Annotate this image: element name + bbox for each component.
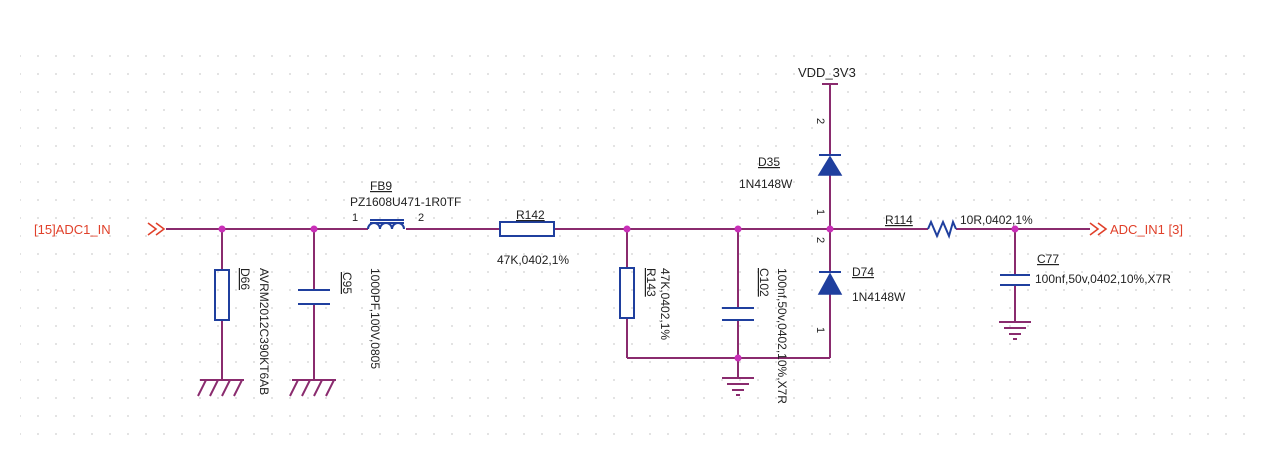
power-net-label: VDD_3V3 bbox=[798, 65, 856, 85]
ground-c95 bbox=[289, 379, 336, 397]
diode-triangle-icon bbox=[817, 272, 843, 295]
resistor-body-icon bbox=[499, 221, 555, 237]
output-net-text: ADC_IN1 [3] bbox=[1110, 222, 1183, 237]
junction-dot bbox=[310, 225, 318, 233]
resistor-body-icon bbox=[619, 267, 635, 319]
d66-value: AVRM2012C390KT6AB bbox=[257, 268, 271, 395]
component-r114[interactable]: R114 10R,0402,1% bbox=[885, 213, 1033, 239]
junction-dot bbox=[623, 225, 631, 233]
r143-value: 47K,0402,1% bbox=[658, 268, 672, 340]
input-port-arrow-icon bbox=[147, 222, 166, 236]
ground-c102 bbox=[722, 377, 754, 396]
d74-designator: D74 bbox=[852, 265, 874, 279]
input-net-text: [15]ADC1_IN bbox=[34, 222, 111, 237]
power-net-text: VDD_3V3 bbox=[798, 65, 856, 80]
d74-value: 1N4148W bbox=[852, 290, 906, 304]
output-port-arrow-icon bbox=[1089, 222, 1108, 236]
c102-designator: C102 bbox=[757, 268, 771, 297]
fb9-value: PZ1608U471-1R0TF bbox=[350, 195, 461, 209]
input-net-label: [15]ADC1_IN bbox=[34, 222, 166, 237]
r114-value: 10R,0402,1% bbox=[960, 213, 1033, 227]
component-d66[interactable]: D66 AVRM2012C390KT6AB bbox=[214, 268, 271, 395]
output-net-label: ADC_IN1 [3] bbox=[1089, 222, 1183, 237]
component-r143[interactable]: R143 47K,0402,1% bbox=[619, 267, 672, 340]
c77-designator: C77 bbox=[1037, 252, 1059, 266]
ground-d66 bbox=[197, 379, 244, 397]
d35-value: 1N4148W bbox=[739, 177, 793, 191]
varistor-body-icon bbox=[214, 269, 230, 321]
c102-value: 100nf,50v,0402,10%,X7R bbox=[775, 268, 789, 404]
c95-designator: C95 bbox=[340, 272, 354, 294]
fb9-designator: FB9 bbox=[370, 179, 392, 193]
resistor-zigzag-icon bbox=[927, 219, 957, 239]
component-c77[interactable]: C77 100nf,50v,0402,10%,X7R bbox=[1000, 252, 1171, 286]
d74-pin-top: 2 bbox=[814, 237, 826, 243]
d74-pin-bottom: 1 bbox=[814, 327, 826, 333]
ground-c77 bbox=[999, 321, 1031, 340]
wires bbox=[166, 84, 1090, 380]
r142-designator: R142 bbox=[516, 208, 545, 222]
component-r142[interactable]: R142 47K,0402,1% bbox=[497, 208, 569, 267]
r143-designator: R143 bbox=[644, 268, 658, 297]
d35-pin-bottom: 1 bbox=[814, 209, 826, 215]
diode-triangle-icon bbox=[817, 155, 843, 176]
component-fb9[interactable]: FB9 PZ1608U471-1R0TF 1 2 bbox=[350, 179, 461, 230]
fb9-pin2: 2 bbox=[418, 212, 424, 224]
c95-value: 1000PF,100V,0805 bbox=[368, 268, 382, 369]
junction-dot bbox=[218, 225, 226, 233]
junctions bbox=[218, 225, 1019, 362]
d35-pin-top: 2 bbox=[814, 118, 826, 124]
component-c95[interactable]: C95 1000PF,100V,0805 bbox=[298, 268, 382, 369]
d35-designator: D35 bbox=[758, 155, 780, 169]
grid-background bbox=[20, 55, 1250, 445]
d66-designator: D66 bbox=[238, 268, 252, 290]
junction-dot bbox=[826, 225, 834, 233]
component-d35[interactable]: D35 1N4148W 2 1 bbox=[739, 118, 843, 215]
c77-value: 100nf,50v,0402,10%,X7R bbox=[1035, 272, 1171, 286]
junction-dot bbox=[1011, 225, 1019, 233]
junction-dot bbox=[734, 225, 742, 233]
fb9-pin1: 1 bbox=[352, 212, 358, 224]
component-d74[interactable]: D74 1N4148W 2 1 bbox=[814, 237, 906, 333]
junction-dot bbox=[734, 354, 742, 362]
r142-value: 47K,0402,1% bbox=[497, 253, 569, 267]
r114-designator: R114 bbox=[885, 213, 913, 227]
component-c102[interactable]: C102 100nf,50v,0402,10%,X7R bbox=[722, 268, 789, 404]
